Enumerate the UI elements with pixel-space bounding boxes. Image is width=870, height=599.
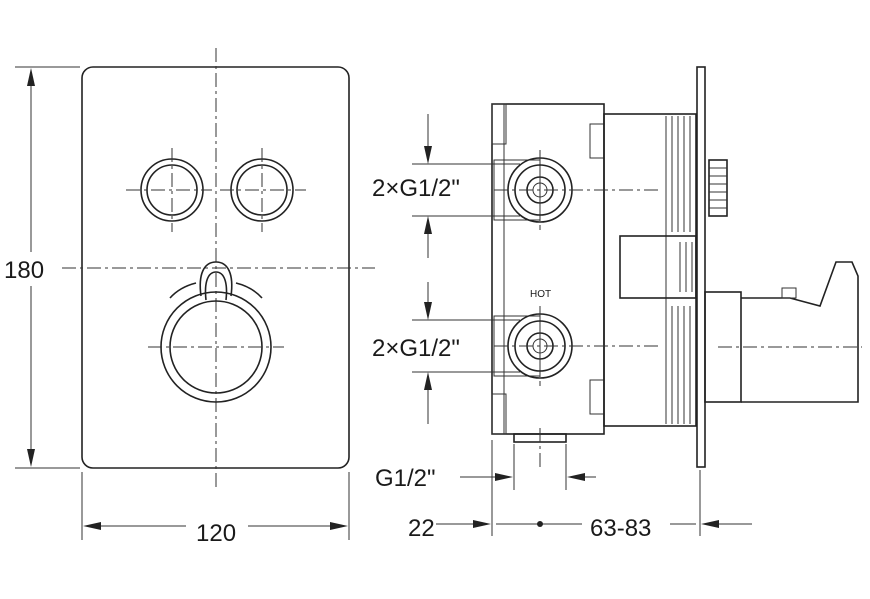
width-label: 120 (196, 520, 236, 547)
side-view: HOT 2×G1/2" 2×G1/2" (372, 66, 862, 542)
hot-label: HOT (530, 289, 551, 300)
threads (665, 116, 691, 424)
knurled-knob (708, 159, 728, 217)
front-view: 180 120 (4, 48, 375, 547)
housing-body (491, 103, 605, 435)
depth-left-label: 22 (408, 515, 435, 542)
wall-plate (696, 66, 706, 468)
temperature-knob (148, 261, 284, 403)
depth-right-label: 63-83 (590, 515, 651, 542)
upper-outlet-label: 2×G1/2" (372, 175, 460, 202)
bottom-outlet-dimension (460, 444, 596, 490)
width-dimension (81, 472, 350, 540)
lower-outlet-dimension (412, 282, 520, 424)
height-dimension (15, 66, 80, 469)
push-button-right (220, 148, 306, 232)
inlet-lower (493, 306, 660, 386)
push-button-left (126, 148, 212, 232)
cartridge-sleeve (603, 113, 697, 427)
inlet-upper (493, 150, 660, 230)
upper-outlet-dimension (412, 114, 520, 258)
handle (704, 261, 862, 403)
height-label: 180 (4, 257, 44, 284)
lower-outlet-label: 2×G1/2" (372, 335, 460, 362)
depth-dimension (436, 440, 752, 536)
bottom-outlet-label: G1/2" (375, 465, 436, 492)
